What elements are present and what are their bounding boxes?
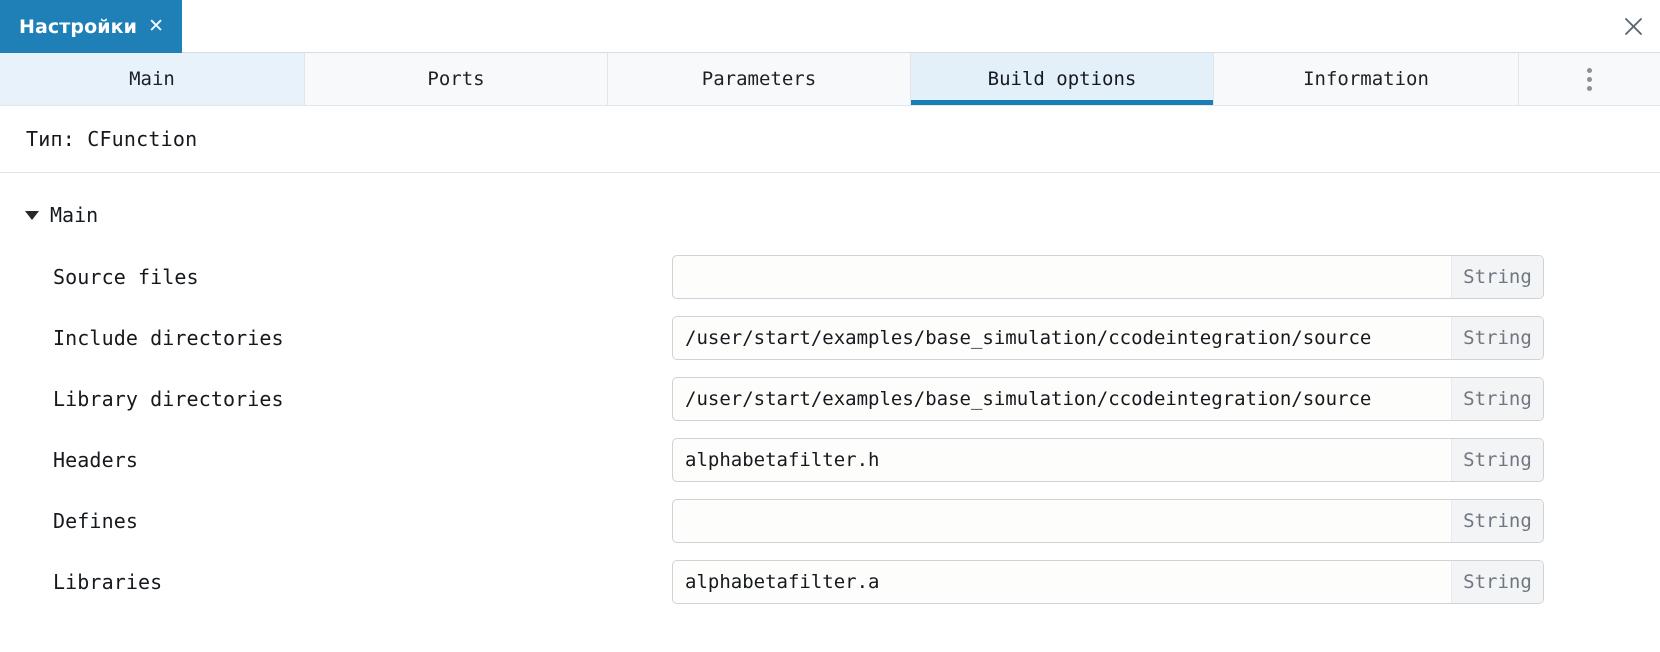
tab-build-options[interactable]: Build options (911, 53, 1214, 105)
library-directories-field[interactable]: /user/start/examples/base_simulation/cco… (672, 376, 1544, 421)
field-input[interactable]: alphabetafilter.a (685, 570, 880, 593)
tab-label: Parameters (701, 68, 817, 90)
row-libraries: Libraries alphabetafilter.a String (0, 551, 1660, 612)
field-input[interactable] (673, 500, 1451, 542)
triangle-down-icon (25, 210, 39, 220)
section-header-main[interactable]: Main (0, 195, 1660, 235)
titlebar-spacer (182, 0, 1606, 53)
tab-parameters[interactable]: Parameters (608, 53, 911, 105)
field-label: Source files (53, 264, 199, 289)
field-type-badge[interactable]: String (1451, 255, 1543, 298)
document-tab-label: Настройки (19, 15, 138, 38)
tab-label: Ports (427, 68, 485, 90)
window-titlebar: Настройки ✕ (0, 0, 1660, 53)
tab-overflow-button[interactable] (1519, 53, 1660, 105)
row-include-directories: Include directories /user/start/examples… (0, 307, 1660, 368)
include-directories-field[interactable]: /user/start/examples/base_simulation/cco… (672, 315, 1544, 360)
row-source-files: Source files String (0, 246, 1660, 307)
tab-label: Main (129, 68, 175, 90)
close-icon (1624, 18, 1642, 35)
headers-field[interactable]: alphabetafilter.h String (672, 437, 1544, 482)
tab-strip: Main Ports Parameters Build options Info… (0, 53, 1660, 106)
kebab-menu-icon (1587, 67, 1592, 91)
row-defines: Defines String (0, 490, 1660, 551)
field-input[interactable]: /user/start/examples/base_simulation/cco… (685, 326, 1372, 349)
field-input[interactable]: /user/start/examples/base_simulation/cco… (685, 387, 1372, 410)
field-label: Library directories (53, 386, 284, 411)
field-type-badge[interactable]: String (1451, 499, 1543, 542)
defines-field[interactable]: String (672, 498, 1544, 543)
field-type-badge[interactable]: String (1451, 316, 1543, 359)
field-type-badge[interactable]: String (1451, 438, 1543, 481)
field-type-badge[interactable]: String (1451, 560, 1543, 603)
field-input[interactable] (673, 256, 1451, 298)
field-label: Headers (53, 447, 138, 472)
tab-information[interactable]: Information (1214, 53, 1519, 105)
libraries-field[interactable]: alphabetafilter.a String (672, 559, 1544, 604)
section-title: Main (50, 203, 99, 227)
tab-main[interactable]: Main (0, 53, 305, 105)
source-files-field[interactable]: String (672, 254, 1544, 299)
row-library-directories: Library directories /user/start/examples… (0, 368, 1660, 429)
window-close-button[interactable] (1606, 0, 1660, 53)
field-type-badge[interactable]: String (1451, 377, 1543, 420)
document-tab-settings[interactable]: Настройки ✕ (0, 0, 183, 53)
close-icon[interactable]: ✕ (148, 15, 165, 37)
field-label: Include directories (53, 325, 284, 350)
build-options-panel: Main Source files String Include directo… (0, 173, 1660, 652)
tab-label: Information (1303, 68, 1429, 90)
field-input[interactable]: alphabetafilter.h (685, 448, 880, 471)
field-label: Libraries (53, 569, 163, 594)
type-row: Тип: CFunction (0, 106, 1660, 173)
field-label: Defines (53, 508, 138, 533)
row-headers: Headers alphabetafilter.h String (0, 429, 1660, 490)
tab-label: Build options (987, 68, 1137, 90)
type-text: Тип: CFunction (26, 127, 198, 151)
field-rows: Source files String Include directories … (0, 235, 1660, 612)
tab-ports[interactable]: Ports (305, 53, 608, 105)
